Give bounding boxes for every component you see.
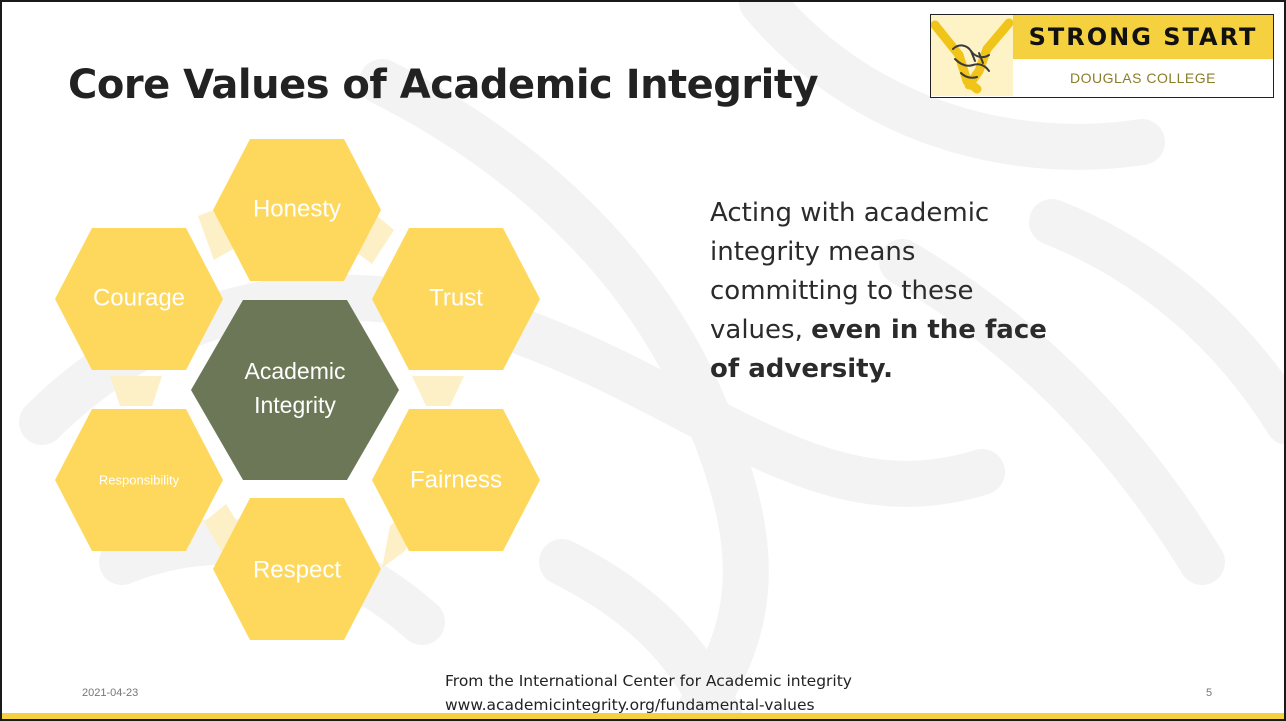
hex-honesty: Honesty bbox=[213, 139, 381, 281]
hex-academic-integrity: Academic Integrity bbox=[191, 300, 399, 480]
connector-responsibility-courage bbox=[110, 376, 162, 406]
logo-title-band: STRONG START bbox=[1013, 15, 1273, 59]
handshake-icon bbox=[930, 15, 1014, 96]
hex-fairness: Fairness bbox=[372, 409, 540, 551]
footer-date: 2021-04-23 bbox=[82, 687, 139, 699]
hex-responsibility-label: Responsibility bbox=[99, 472, 180, 487]
hex-trust: Trust bbox=[372, 228, 540, 370]
connector-trust-fairness bbox=[412, 376, 464, 406]
footer-source-line1: From the International Center for Academ… bbox=[445, 672, 852, 690]
hex-fairness-label: Fairness bbox=[410, 466, 502, 493]
footer-source: From the International Center for Academ… bbox=[445, 669, 852, 717]
logo-title: STRONG START bbox=[1028, 23, 1258, 51]
strong-start-logo: STRONG START DOUGLAS COLLEGE bbox=[930, 14, 1274, 98]
hex-courage-label: Courage bbox=[93, 284, 185, 311]
hex-respect-label: Respect bbox=[253, 556, 341, 583]
slide-title: Core Values of Academic Integrity bbox=[68, 62, 819, 108]
page-number: 5 bbox=[1206, 687, 1213, 699]
bottom-accent-band bbox=[2, 713, 1284, 719]
body-lead: Acting with academic integrity means com… bbox=[710, 198, 990, 345]
logo-subtitle: DOUGLAS COLLEGE bbox=[1070, 70, 1216, 86]
body-text: Acting with academic integrity means com… bbox=[710, 194, 1070, 389]
hex-trust-label: Trust bbox=[429, 284, 483, 311]
hex-center-label-line1: Academic bbox=[245, 358, 346, 384]
footer-source-url[interactable]: www.academicintegrity.org/fundamental-va… bbox=[445, 696, 815, 714]
hex-responsibility: Responsibility bbox=[55, 409, 223, 551]
hex-honesty-label: Honesty bbox=[253, 195, 341, 222]
hex-center-label-line2: Integrity bbox=[254, 392, 336, 418]
logo-subtitle-band: DOUGLAS COLLEGE bbox=[1013, 59, 1273, 97]
body-emphasis: even in the face of adversity. bbox=[710, 315, 1047, 384]
hex-respect: Respect bbox=[213, 498, 381, 640]
hex-courage: Courage bbox=[55, 228, 223, 370]
